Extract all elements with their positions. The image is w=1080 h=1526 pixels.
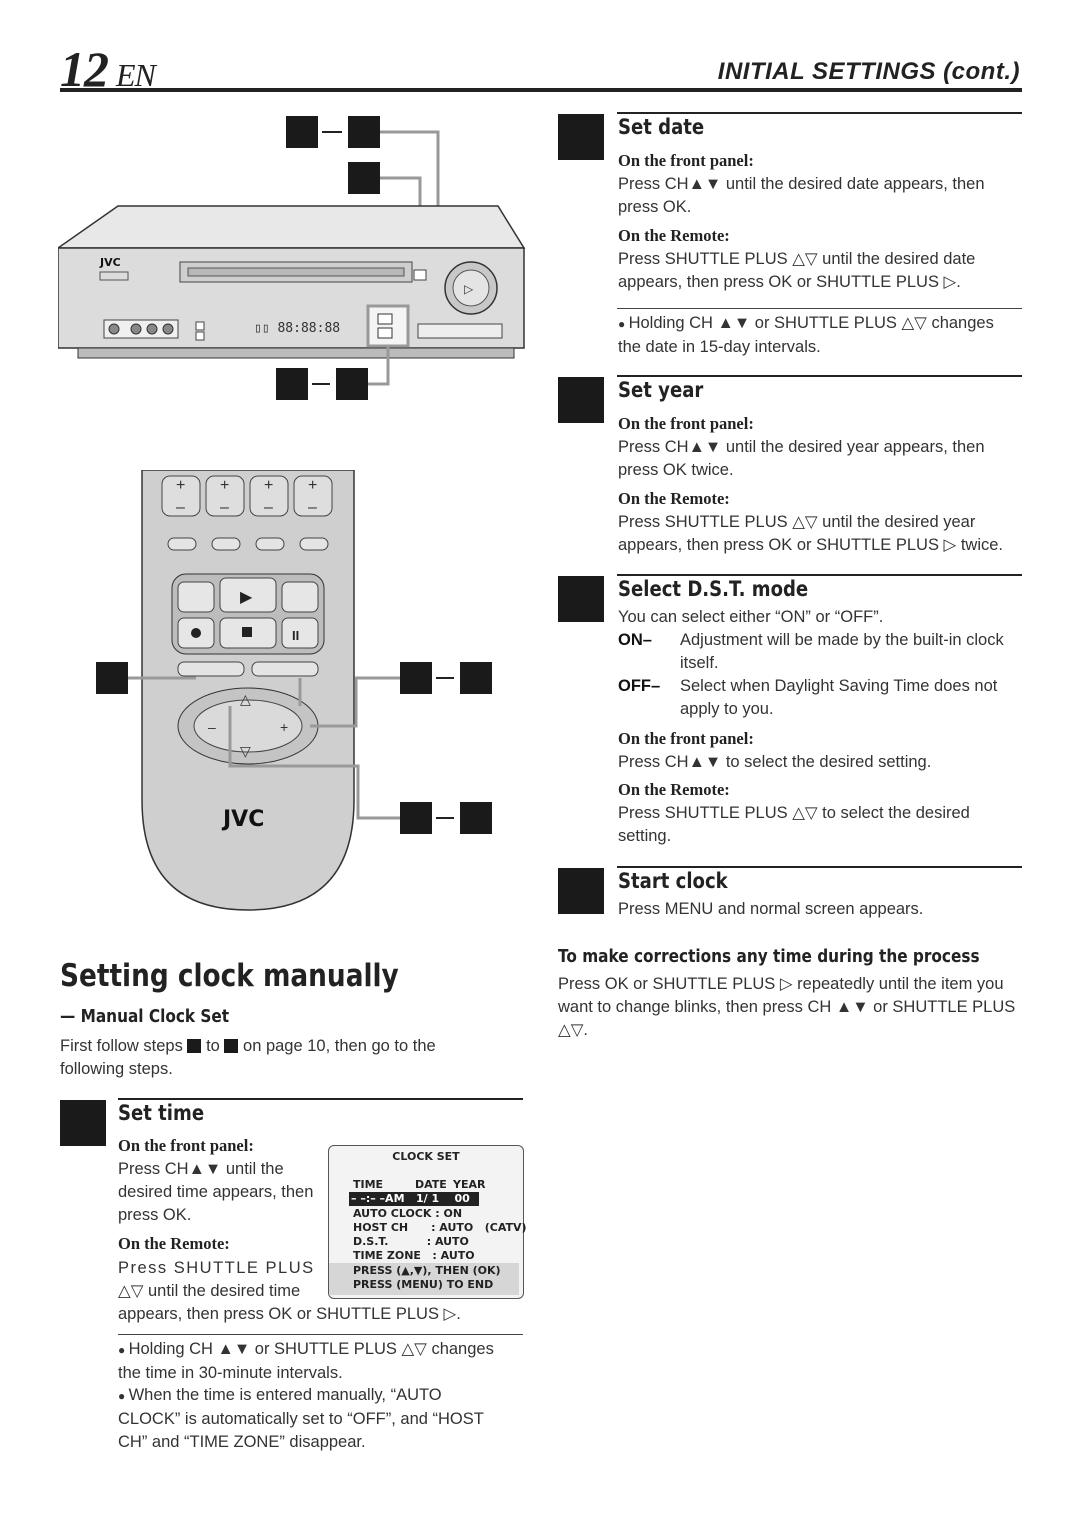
osd-host-ch: HOST CH : AUTO (CATV) [353,1221,527,1234]
remote-text-1: Press SHUTTLE PLUS [118,1259,315,1277]
note-rule [617,308,1022,309]
svg-text:–: – [176,499,185,516]
dst-intro: You can select either “ON” or “OFF”. [618,608,884,626]
section-title: Setting clock manually [60,958,399,994]
front-panel-label: On the front panel: [618,151,754,170]
dst-on-text: Adjustment will be made by the built-in … [680,631,1004,672]
note-manual: When the time is entered manually, “AUTO… [118,1384,498,1454]
svg-text:–: – [208,719,216,735]
clock-set-screen: CLOCK SET TIME DATE YEAR – –:– –AM 1/ 1 … [328,1145,527,1299]
step-number-box [558,114,604,160]
section-subtitle: — Manual Clock Set [60,1006,230,1027]
osd-instruction-2: PRESS (MENU) TO END [353,1278,494,1291]
svg-text:+: + [264,477,273,494]
remote-text: Press SHUTTLE PLUS △▽ to select the desi… [618,804,970,845]
step-rule [617,375,1022,377]
front-panel-text: Press CH▲▼ until the desired year appear… [618,438,985,479]
svg-text:–: – [264,499,273,516]
note-date-interval: Holding CH ▲▼ or SHUTTLE PLUS △▽ changes… [618,312,998,359]
svg-text:–: – [308,499,317,516]
step-rule [617,574,1022,576]
remote-text-2: △▽ until the desired time [118,1282,301,1300]
svg-text:△: △ [240,691,251,707]
svg-text:▽: ▽ [240,743,251,759]
svg-text:+: + [280,719,288,735]
step-number-box [60,1100,106,1146]
osd-title: CLOCK SET [392,1150,460,1163]
corrections-text: Press OK or SHUTTLE PLUS ▷ repeatedly un… [558,975,1016,1039]
front-panel-text: Press CH▲▼ until the desired time appear… [118,1160,314,1224]
step-rule [617,112,1022,114]
front-panel-label: On the front panel: [118,1136,254,1155]
svg-text:+: + [176,477,185,494]
remote-text: Press SHUTTLE PLUS △▽ until the desired … [618,250,976,291]
running-title: INITIAL SETTINGS (cont.) [717,58,1020,85]
step-title-select-dst: Select D.S.T. mode [618,577,809,601]
intro-text: First follow steps to on page 10, then g… [60,1037,436,1078]
step-title-set-time: Set time [118,1101,205,1125]
osd-dst: D.S.T. : AUTO [353,1235,469,1248]
front-panel-text: Press CH▲▼ until the desired date appear… [618,175,985,216]
osd-instruction-1: PRESS (▲,▼), THEN (OK) [353,1264,501,1277]
remote-text: Press SHUTTLE PLUS △▽ until the desired … [618,513,1004,554]
front-panel-text: Press CH▲▼ to select the desired setting… [618,753,932,771]
svg-text:+: + [220,477,229,494]
dst-on-term: ON– [618,631,652,649]
osd-time-zone: TIME ZONE : AUTO [353,1249,475,1262]
remote-text-3: appears, then press OK or SHUTTLE PLUS ▷… [118,1305,461,1323]
header-rule [60,88,1022,92]
step-rule [617,866,1022,868]
svg-text:▶: ▶ [240,589,253,606]
svg-text:+: + [308,477,317,494]
step-title-set-date: Set date [618,115,705,139]
step-rule [118,1098,523,1100]
step-marker-icon [187,1039,202,1053]
start-clock-text: Press MENU and normal screen appears. [618,900,924,918]
osd-col-time: TIME [353,1178,384,1191]
remote-label: On the Remote: [118,1234,230,1253]
svg-text:▷: ▷ [464,282,474,296]
osd-col-year: YEAR [453,1178,486,1191]
step-number-box [558,576,604,622]
front-panel-label: On the front panel: [618,729,754,748]
osd-col-date: DATE [415,1178,447,1191]
language-code: EN [116,57,156,93]
osd-auto-clock: AUTO CLOCK : ON [353,1207,463,1220]
svg-text:II: II [292,628,299,643]
remote-illustration: + + + + – – – – ▶ II △ ▽ – + JVC [96,470,492,911]
step-number-box [558,377,604,423]
note-interval: Holding CH ▲▼ or SHUTTLE PLUS △▽ changes… [118,1338,498,1385]
step-number-box [558,868,604,914]
svg-text:▯▯ 88:88:88: ▯▯ 88:88:88 [254,321,340,336]
osd-value-row: – –:– –AM 1/ 1 00 [349,1192,479,1206]
svg-text:JVC: JVC [99,256,121,269]
svg-text:JVC: JVC [221,807,264,832]
note-rule [118,1334,523,1335]
step-marker-icon [224,1039,239,1053]
remote-label: On the Remote: [618,226,730,245]
step-title-set-year: Set year [618,378,704,402]
svg-text:–: – [220,499,229,516]
remote-label: On the Remote: [618,489,730,508]
remote-label: On the Remote: [618,780,730,799]
dst-off-term: OFF– [618,677,661,695]
dst-off-text: Select when Daylight Saving Time does no… [680,677,998,718]
step-title-start-clock: Start clock [618,869,728,893]
front-panel-label: On the front panel: [618,414,754,433]
corrections-title: To make corrections any time during the … [558,946,980,967]
vcr-illustration: JVC ▷ ▯▯ 88:88:88 [58,116,526,400]
